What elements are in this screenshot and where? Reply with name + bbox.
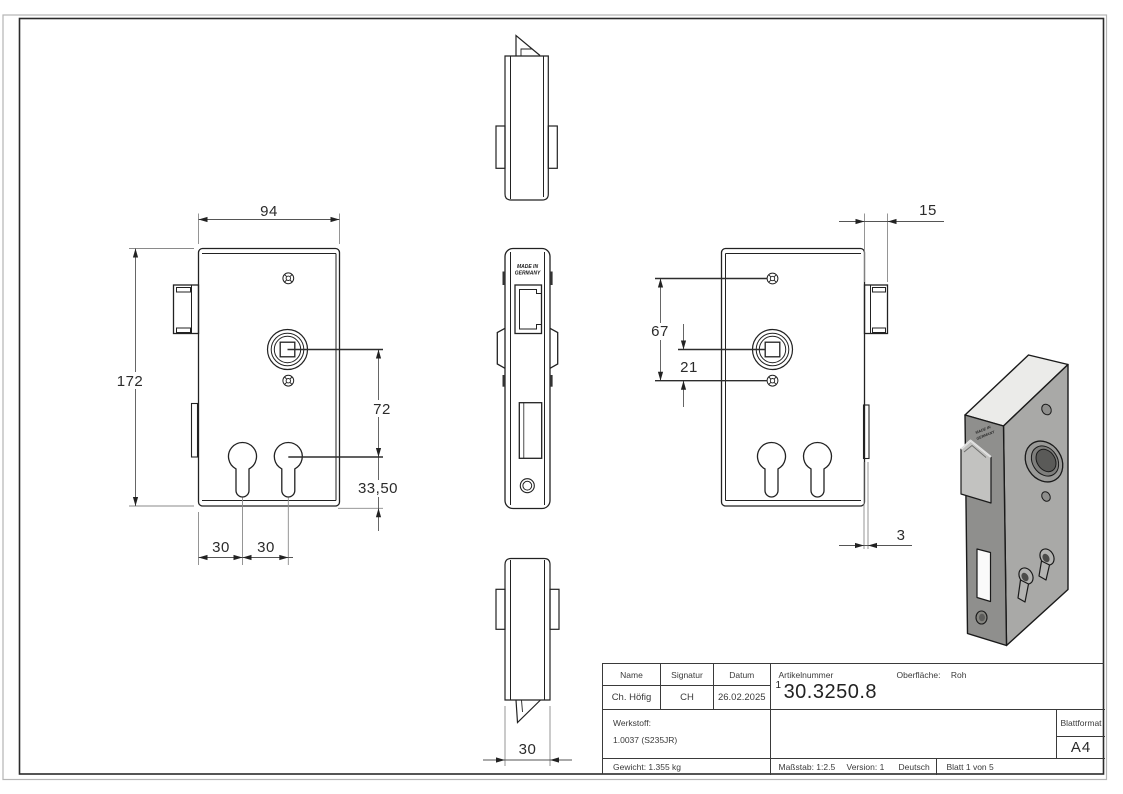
signature-label: Signatur: [661, 664, 714, 686]
page-edge: [2, 14, 1108, 781]
dim-spindle-to-screw: 21: [680, 359, 698, 376]
cylinder-hole: [756, 441, 787, 498]
side-view-top: [495, 34, 558, 201]
made-in-text: GERMANY: [976, 430, 996, 441]
author-name: Ch. Höfig: [603, 686, 661, 710]
article-number-value: 30.3250.8: [783, 681, 878, 703]
title-block: Name Signatur Datum Ch. Höfig CH 26.02.2…: [602, 663, 1105, 775]
scale-cell: Maßstab: 1:2.5 Version: 1 Deutsch: [771, 758, 937, 775]
faceplate-edge: [862, 404, 870, 460]
article-sup: 1: [775, 680, 782, 691]
article-label: Artikelnummer: [778, 670, 834, 680]
dim-cylinder-spacing: 30: [257, 539, 275, 556]
author-signature: CH: [661, 686, 714, 710]
made-in-text: MADE IN: [517, 264, 539, 270]
screw-icon: [766, 272, 779, 285]
iso-cylinder-hole: [1017, 567, 1034, 603]
side-view: [496, 247, 559, 510]
empty-cell: [770, 709, 1057, 759]
surface-finish: Oberfläche: Roh: [897, 670, 967, 680]
iso-spindle-hub: [1024, 440, 1064, 483]
front-view: [172, 247, 341, 507]
iso-view: [960, 354, 1069, 647]
side-view-bottom: [495, 557, 560, 724]
sheet-format-value: A4: [1057, 737, 1105, 759]
side-bump: [496, 327, 506, 369]
dim-front-height: 172: [117, 373, 144, 390]
dim-faceplate-thickness: 3: [897, 527, 906, 544]
lock-case: [197, 247, 341, 507]
dim-latch-protrusion: 15: [919, 202, 937, 219]
screw-icon: [282, 272, 295, 285]
iso-screw: [1041, 491, 1051, 502]
faceplate-edge: [190, 402, 199, 458]
screw-icon: [282, 374, 295, 387]
latch-slot: [514, 284, 543, 335]
bolt-slot: [518, 402, 543, 459]
material-cell: Werkstoff: 1.0037 (S235JR): [603, 709, 771, 759]
dim-screw-spacing: 67: [651, 323, 669, 340]
side-bump: [549, 327, 559, 369]
latch-bolt: [172, 284, 200, 335]
dimensions: 94 172 72 33,50 30 30 15 67 21 3 30: [108, 202, 944, 766]
dim-case-depth: 30: [519, 741, 537, 758]
weight-value: Gewicht: 1.355 kg: [603, 758, 771, 775]
surface-value: Roh: [950, 670, 967, 680]
dim-spindle-to-cylinder: 72: [373, 401, 391, 418]
latch-tip: [515, 699, 541, 724]
sheet-number: Blatt 1 von 5: [946, 761, 994, 772]
iso-screw: [1041, 403, 1052, 416]
made-in-text: GERMANY: [515, 271, 541, 277]
screw-icon: [766, 374, 779, 387]
iso-bolt-slot: [976, 548, 992, 603]
cylinder-hole: [273, 441, 303, 498]
cylinder-hole: [802, 441, 833, 498]
sheet-frame: [18, 17, 1105, 775]
language-value: Deutsch: [898, 761, 930, 772]
iso-cylinder-hole: [1038, 548, 1055, 581]
name-label: Name: [603, 664, 661, 686]
dim-front-width: 94: [260, 203, 278, 220]
material-value: 1.0037 (S235JR): [613, 734, 678, 745]
sheet-format-label: Blattformat: [1057, 710, 1105, 737]
latch-bolt: [863, 284, 889, 335]
cylinder-hole: [227, 441, 258, 498]
date-label: Datum: [714, 664, 771, 686]
scale-value: Maßstab: 1:2.5: [778, 761, 836, 772]
made-in-text: MADE IN: [975, 425, 992, 435]
fixing-hole: [519, 478, 535, 494]
version-value: Version: 1: [846, 761, 885, 772]
lock-case: [720, 247, 866, 507]
material-label: Werkstoff:: [613, 717, 651, 728]
date-value: 26.02.2025: [714, 686, 771, 710]
surface-label: Oberfläche:: [896, 670, 941, 680]
dim-cylinder-spacing: 30: [212, 539, 230, 556]
dim-cylinder-to-bottom: 33,50: [358, 480, 398, 497]
